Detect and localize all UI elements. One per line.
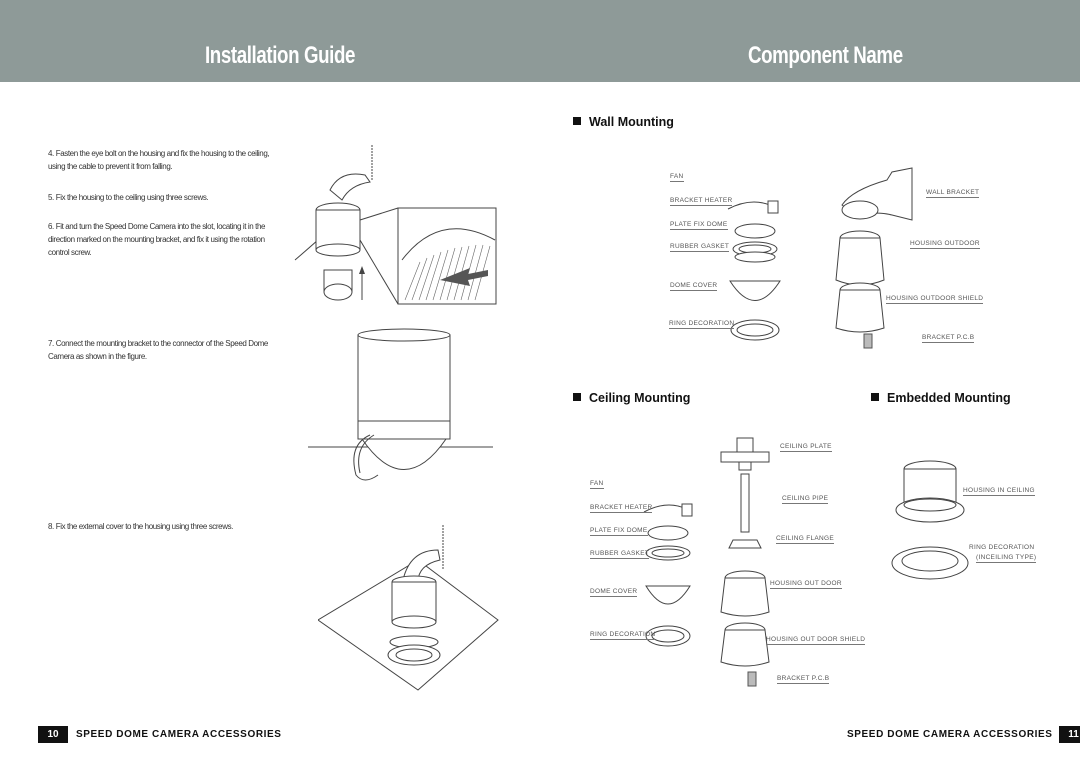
label-plate-fix-dome: PLATE FIX DOME: [670, 221, 728, 230]
step-number: 7.: [48, 339, 54, 348]
footer-left: 10 SPEED DOME CAMERA ACCESSORIES: [38, 726, 282, 743]
embedded-parts-figure: [891, 460, 969, 580]
label-ring-decoration: RING DECORATION: [590, 631, 656, 640]
step-number: 8.: [48, 522, 54, 531]
square-bullet-icon: [871, 393, 879, 401]
label-housing-out-door: HOUSING OUT DOOR: [770, 580, 842, 589]
page-title-left: Installation Guide: [205, 42, 356, 69]
footer-right: SPEED DOME CAMERA ACCESSORIES 11: [847, 726, 1080, 743]
step-text: Fit and turn the Speed Dome Camera into …: [48, 222, 266, 257]
step-4: 4. Fasten the eye bolt on the housing an…: [48, 147, 283, 173]
step-text: Fix the external cover to the housing us…: [55, 522, 234, 531]
installation-figure-camera-connect: [308, 328, 493, 481]
footer-title: SPEED DOME CAMERA ACCESSORIES: [847, 729, 1053, 740]
label-dome-cover: DOME COVER: [590, 588, 638, 597]
step-number: 4.: [48, 149, 54, 158]
header-bar: [0, 0, 1080, 82]
ceiling-parts-figure: [643, 503, 693, 647]
label-plate-fix-dome: PLATE FIX DOME: [590, 527, 648, 536]
label-bracket-pcb: BRACKET P.C.B: [777, 675, 830, 684]
step-text: Fasten the eye bolt on the housing and f…: [48, 149, 270, 171]
installation-figure-housing: [294, 145, 497, 305]
square-bullet-icon: [573, 393, 581, 401]
installation-figure-external-cover: [318, 525, 499, 691]
label-fan: FAN: [670, 173, 684, 182]
label-ring-decoration: RING DECORATION: [669, 320, 735, 329]
page-number: 10: [38, 726, 68, 743]
label-rubber-gasket: RUBBER GASKET: [590, 550, 650, 559]
wall-mounting-heading: Wall Mounting: [573, 115, 674, 129]
wall-housing-figure: [835, 167, 913, 349]
wall-parts-figure: [727, 200, 781, 341]
square-bullet-icon: [573, 117, 581, 125]
embedded-mounting-heading: Embedded Mounting: [871, 391, 1011, 405]
label-in-ceiling-type: (INCEILING TYPE): [976, 554, 1037, 563]
label-wall-bracket: WALL BRACKET: [926, 189, 980, 198]
ceiling-pipe-figure: [720, 437, 770, 687]
step-number: 5.: [48, 193, 54, 202]
label-bracket-heater: BRACKET HEATER: [590, 504, 653, 513]
step-7: 7. Connect the mounting bracket to the c…: [48, 337, 283, 363]
step-5: 5. Fix the housing to the ceiling using …: [48, 191, 283, 204]
step-6: 6. Fit and turn the Speed Dome Camera in…: [48, 220, 283, 259]
label-ceiling-plate: CEILING PLATE: [780, 443, 832, 452]
label-ceiling-pipe: CEILING PIPE: [782, 495, 829, 504]
step-number: 6.: [48, 222, 54, 231]
label-housing-outdoor: HOUSING OUTDOOR: [910, 240, 980, 249]
label-housing-outdoor-shield: HOUSING OUTDOOR SHIELD: [886, 295, 984, 304]
label-bracket-pcb: BRACKET P.C.B: [922, 334, 975, 343]
label-ring-decoration: RING DECORATION: [969, 544, 1035, 551]
step-8: 8. Fix the external cover to the housing…: [48, 520, 308, 533]
page-number: 11: [1058, 726, 1080, 743]
page-title-right: Component Name: [748, 42, 903, 69]
ceiling-mounting-heading: Ceiling Mounting: [573, 391, 690, 405]
step-text: Fix the housing to the ceiling using thr…: [55, 193, 209, 202]
label-ceiling-flange: CEILING FLANGE: [776, 535, 835, 544]
label-rubber-gasket: RUBBER GASKET: [670, 243, 730, 252]
label-bracket-heater: BRACKET HEATER: [670, 197, 733, 206]
label-dome-cover: DOME COVER: [670, 282, 718, 291]
label-housing-out-door-shield: HOUSING OUT DOOR SHIELD: [766, 636, 866, 645]
label-fan: FAN: [590, 480, 604, 489]
label-housing-in-ceiling: HOUSING IN CEILING: [963, 487, 1035, 496]
step-text: Connect the mounting bracket to the conn…: [48, 339, 268, 361]
footer-title: SPEED DOME CAMERA ACCESSORIES: [76, 729, 282, 740]
